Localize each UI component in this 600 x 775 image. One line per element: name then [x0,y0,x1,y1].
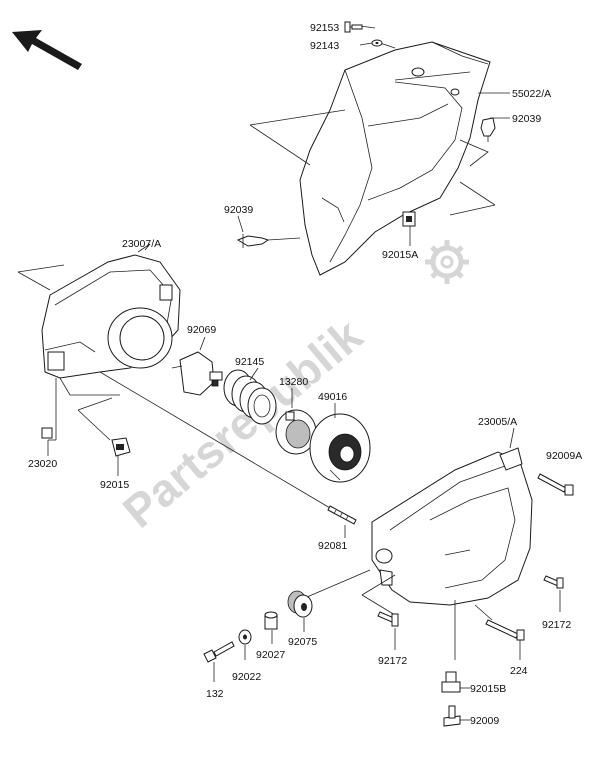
label-92022: 92022 [232,671,261,683]
label-132: 132 [206,688,224,700]
leader-lines-lower [299,569,561,660]
screw-92172-lower [377,611,399,627]
label-13280: 13280 [279,376,308,388]
bolt-132 [203,641,235,663]
bolt-92009 [443,705,461,727]
label-92075: 92075 [288,636,317,648]
label-92027: 92027 [256,649,285,661]
bolt-92081 [327,505,357,525]
label-92009a: 92009A [546,450,582,462]
bulb-92069 [171,351,223,396]
label-92015b: 92015B [470,683,506,695]
clip-92039-right [480,117,496,142]
label-23007a: 23007/A [122,238,161,250]
clip-92039-left [236,234,301,248]
grommet-92075 [287,590,313,618]
washer-92143 [371,39,383,47]
collar-92027 [264,611,278,630]
case-23005a [371,447,533,606]
screw-92172-right [543,575,564,589]
label-92015a: 92015A [382,249,418,261]
socket-13280 [275,409,317,455]
label-224: 224 [510,665,528,677]
label-92069: 92069 [187,324,216,336]
label-92009: 92009 [470,715,499,727]
headlight-housing-23007a [17,243,181,379]
label-leaders [47,215,515,721]
arrow-front-icon [12,30,82,70]
bolt-92015b [441,671,461,693]
screw-92153 [344,21,363,33]
cover-55022a [299,41,491,276]
label-92039-right: 92039 [512,113,541,125]
label-92153: 92153 [310,22,339,34]
label-23005a: 23005/A [478,416,517,428]
label-92015: 92015 [100,479,129,491]
spring-92145 [223,369,277,425]
leader-lines-upper [249,25,510,216]
cushion-23020 [41,427,53,439]
label-23020: 23020 [28,458,57,470]
nut-92015 [111,437,131,457]
bolt-92009a [537,473,574,496]
label-92145: 92145 [235,356,264,368]
label-92143: 92143 [310,40,339,52]
label-92081: 92081 [318,540,347,552]
label-92172-right: 92172 [542,619,571,631]
nut-92015a [402,211,416,227]
label-49016: 49016 [318,391,347,403]
washer-92022 [238,629,252,645]
label-92039-left: 92039 [224,204,253,216]
gear-icon [425,240,469,284]
part-labels: 92153 92143 55022/A 92039 92039 92015A 2… [28,22,582,727]
label-55022a: 55022/A [512,88,551,100]
bolt-224 [485,619,525,641]
label-92172-lower: 92172 [378,655,407,667]
leader-lines-middle [48,371,331,509]
lens-49016 [309,413,371,483]
